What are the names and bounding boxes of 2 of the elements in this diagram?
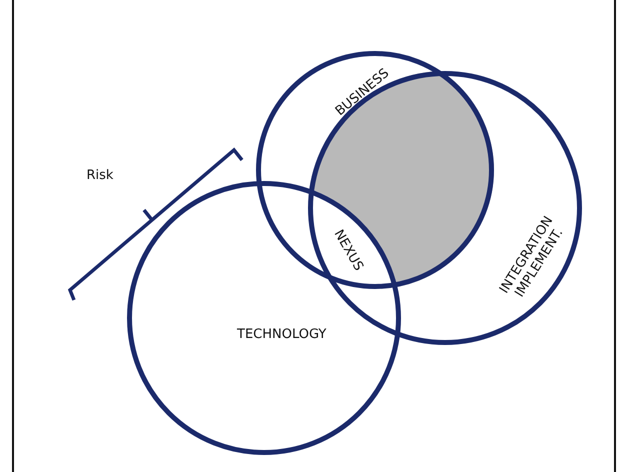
set-label: TECHNOLOGY — [237, 327, 326, 342]
bracket-label: Risk — [86, 168, 114, 182]
